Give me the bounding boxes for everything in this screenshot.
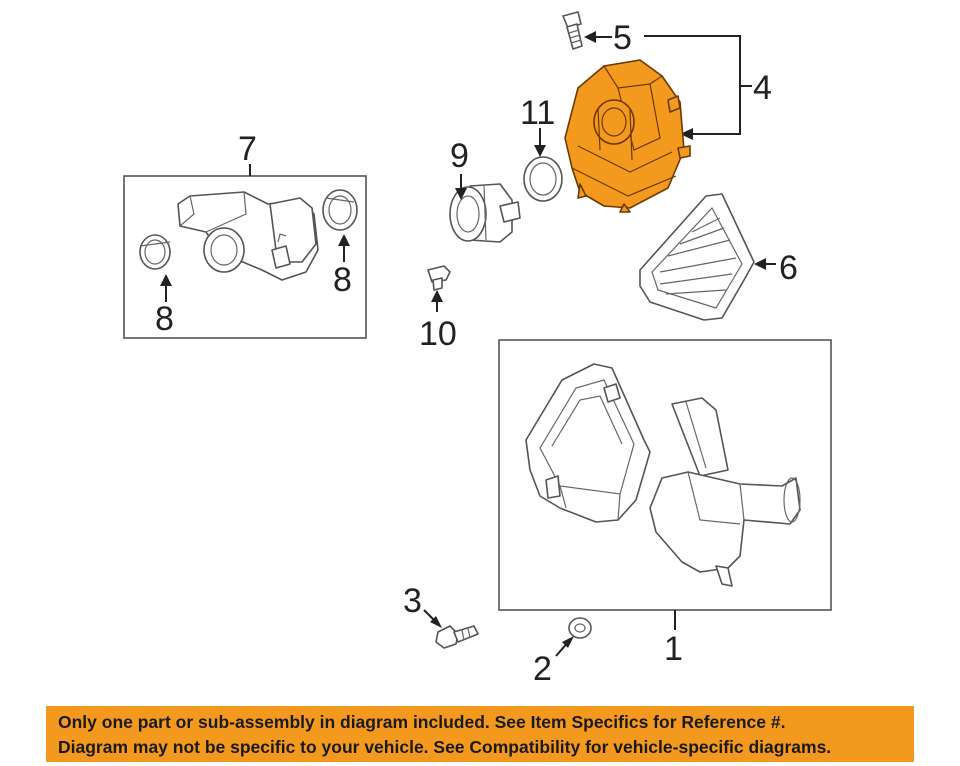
arrow-4 [680, 128, 693, 140]
arrow-9 [455, 188, 467, 200]
part-8-clamp-right[interactable] [322, 189, 358, 231]
arrow-11 [534, 145, 546, 157]
callout-1: 1 [664, 630, 683, 668]
arrow-2 [562, 636, 574, 648]
callout-10: 10 [419, 315, 457, 353]
callout-9: 9 [450, 137, 469, 175]
callout-6: 6 [779, 249, 798, 287]
callout-8-right: 8 [333, 261, 352, 299]
group-7-box [123, 175, 367, 339]
part-8-clamp-left[interactable] [139, 234, 171, 270]
callout-5: 5 [613, 19, 632, 57]
part-7-intake-duct[interactable] [177, 191, 319, 281]
callout-4: 4 [753, 69, 772, 107]
part-10-screw[interactable] [427, 265, 451, 291]
callout-7: 7 [238, 130, 257, 168]
arrow-8-left [160, 274, 172, 286]
part-3-bolt[interactable] [435, 625, 479, 649]
part-1-lower-housing[interactable] [525, 363, 651, 523]
part-6-filter[interactable] [639, 193, 755, 321]
disclaimer-banner: Only one part or sub-assembly in diagram… [46, 706, 914, 762]
part-5-bolt[interactable] [562, 11, 583, 50]
part-1-outlet-duct[interactable] [649, 397, 801, 587]
arrow-8-right [338, 234, 350, 246]
arrow-3 [430, 616, 442, 628]
arrow-10 [431, 290, 443, 302]
part-4-upper-housing[interactable] [564, 59, 691, 213]
arrow-6 [754, 258, 766, 270]
group-1-box [498, 339, 832, 611]
part-11-seal[interactable] [523, 156, 563, 202]
callout-3: 3 [403, 582, 422, 620]
disclaimer-line-2: Diagram may not be specific to your vehi… [58, 737, 832, 757]
parts-diagram: 5 4 11 9 10 [123, 11, 832, 688]
part-2-grommet[interactable] [568, 617, 592, 639]
disclaimer-line-1: Only one part or sub-assembly in diagram… [58, 712, 786, 732]
callout-11: 11 [520, 94, 555, 132]
arrow-5 [584, 31, 596, 43]
callout-2: 2 [533, 650, 552, 688]
callout-8-left: 8 [155, 300, 174, 338]
part-9-sensor[interactable] [449, 183, 521, 243]
